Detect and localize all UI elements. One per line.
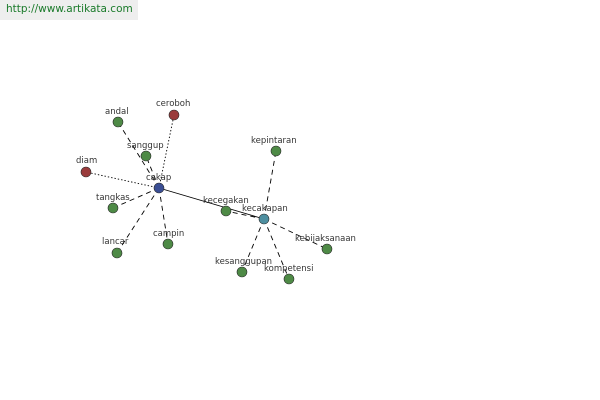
nodes-layer [80, 109, 333, 285]
node-label-lancar[interactable]: lancar [102, 237, 129, 247]
node-ceroboh[interactable] [168, 109, 180, 121]
edge-cakap-lancar [116, 187, 160, 254]
node-tangkas[interactable] [107, 202, 119, 214]
edge-cakap-sanggup [145, 155, 160, 189]
node-kepintaran[interactable] [270, 145, 282, 157]
edge-kecakapan-kepintaran [263, 150, 277, 220]
edge-cakap-ceroboh [158, 114, 175, 189]
node-label-campin[interactable]: campin [153, 229, 184, 239]
edge-cakap-andal [117, 121, 160, 189]
node-kebijaksanaan[interactable] [321, 243, 333, 255]
edges-layer [85, 114, 328, 280]
edge-kecakapan-kecegakan [225, 210, 265, 220]
url-link[interactable]: http://www.artikata.com [6, 3, 133, 15]
node-label-kebijaksanaan[interactable]: kebijaksanaan [295, 234, 356, 244]
node-label-kompetensi[interactable]: kompetensi [264, 264, 313, 274]
edge-kecakapan-kompetensi [263, 218, 290, 280]
node-andal[interactable] [112, 116, 124, 128]
node-kompetensi[interactable] [283, 273, 295, 285]
node-label-tangkas[interactable]: tangkas [96, 193, 130, 203]
labels-layer: cakap kecakapan andal ceroboh sanggup diam tan… [76, 99, 356, 274]
edge-cakap-diam [85, 171, 160, 189]
edge-kecakapan-kesanggupan [241, 218, 265, 273]
edge-kecakapan-kebijaksanaan [263, 218, 328, 250]
node-kecakapan[interactable] [258, 213, 270, 225]
node-label-kecakapan[interactable]: kecakapan [242, 204, 288, 214]
node-lancar[interactable] [111, 247, 123, 259]
node-sanggup[interactable] [140, 150, 152, 162]
node-label-ceroboh[interactable]: ceroboh [156, 99, 190, 109]
edge-cakap-kecakapan [158, 187, 265, 220]
node-label-diam[interactable]: diam [76, 156, 97, 166]
node-label-kesanggupan[interactable]: kesanggupan [215, 257, 272, 267]
node-campin[interactable] [162, 238, 174, 250]
node-diam[interactable] [80, 166, 92, 178]
node-kesanggupan[interactable] [236, 266, 248, 278]
node-label-kecegakan[interactable]: kecegakan [203, 196, 249, 206]
url-banner: http://www.artikata.com [0, 0, 138, 20]
node-label-kepintaran[interactable]: kepintaran [251, 136, 297, 146]
node-kecegakan[interactable] [220, 205, 232, 217]
edge-cakap-campin [158, 187, 169, 245]
node-label-cakap[interactable]: cakap [146, 173, 171, 183]
node-label-sanggup[interactable]: sanggup [127, 141, 164, 151]
node-label-andal[interactable]: andal [105, 107, 129, 117]
node-cakap[interactable] [153, 182, 165, 194]
